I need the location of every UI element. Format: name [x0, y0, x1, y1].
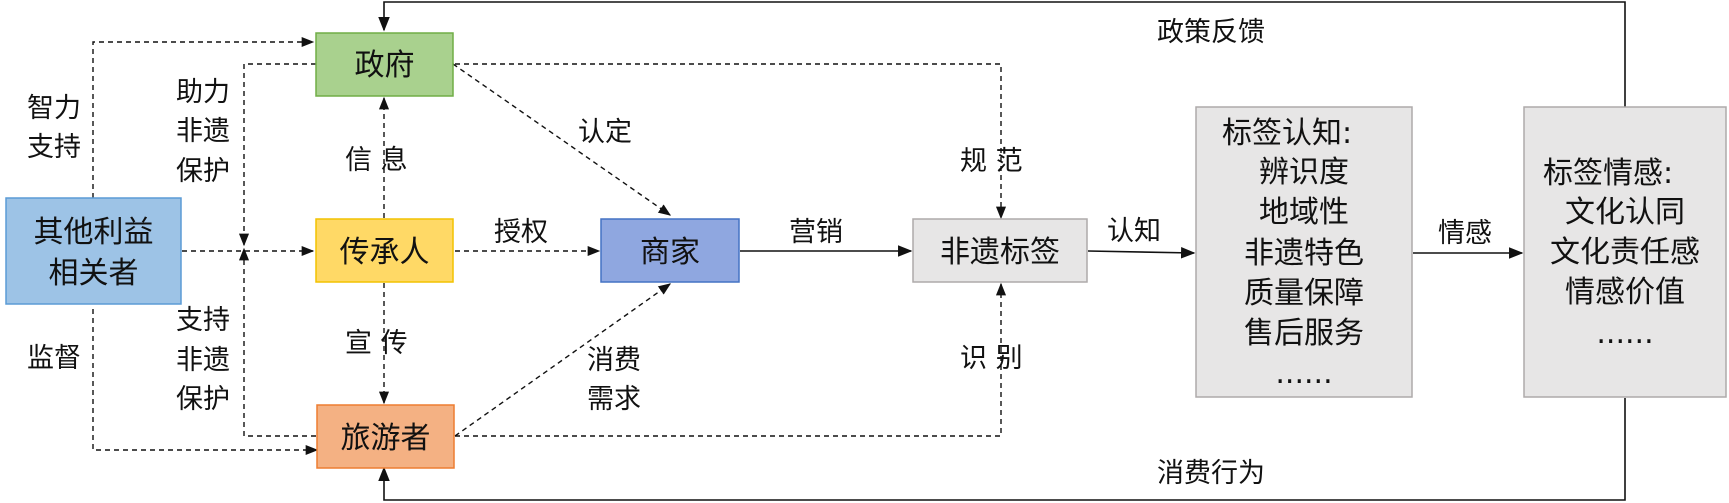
svg-text:质量保障: 质量保障: [1244, 276, 1364, 311]
edge-tourist-label: [455, 282, 1007, 437]
label-help-1: 助力: [176, 77, 230, 108]
node-heritage-label: 非遗标签: [912, 218, 1088, 283]
svg-text:情感价值: 情感价值: [1565, 275, 1685, 310]
consumer-behavior-line: [378, 398, 1626, 501]
edge-label-cognition: [1087, 246, 1196, 259]
edge-tourist-support: [238, 247, 316, 437]
label-consumer-behavior: 消费行为: [1157, 458, 1265, 489]
svg-text:文化认同: 文化认同: [1565, 195, 1685, 230]
svg-text:旅游者: 旅游者: [341, 421, 431, 456]
svg-text:相关者: 相关者: [49, 256, 139, 291]
node-merchant: 商家: [600, 218, 740, 283]
label-supervise: 监督: [27, 343, 81, 374]
edge-stakeholders-government: [92, 36, 315, 198]
svg-text:商家: 商家: [640, 235, 700, 270]
svg-text:文化责任感: 文化责任感: [1550, 235, 1700, 270]
svg-text:标签情感:: 标签情感:: [1543, 156, 1673, 191]
node-label-emotion: 标签情感: 文化认同 文化责任感 情感价值 ......: [1523, 106, 1727, 398]
label-consumer-demand-2: 需求: [587, 384, 641, 415]
svg-text:传承人: 传承人: [340, 235, 430, 270]
label-authorize: 授权: [494, 217, 548, 248]
label-regulate: 规 范: [960, 146, 1023, 177]
label-recognize: 认定: [578, 117, 632, 148]
edge-stakeholders-tourist: [92, 309, 319, 456]
node-tourist: 旅游者: [316, 404, 455, 469]
svg-text:其他利益: 其他利益: [34, 215, 154, 250]
label-information: 信 息: [345, 145, 408, 176]
label-consumer-demand-1: 消费: [587, 345, 641, 376]
label-help-3: 保护: [176, 156, 230, 187]
label-support-1: 支持: [176, 305, 230, 336]
label-policy-feedback: 政策反馈: [1157, 17, 1265, 48]
label-support-3: 保护: [176, 384, 230, 415]
node-stakeholders: 其他利益 相关者: [5, 197, 182, 305]
label-support-2: 非遗: [176, 345, 230, 376]
label-intellectual-support-1: 智力: [27, 93, 81, 124]
label-help-2: 非遗: [176, 116, 230, 147]
edge-government-help: [238, 63, 316, 247]
label-marketing: 营销: [789, 217, 843, 248]
edge-government-label: [455, 63, 1007, 220]
label-cognition-edge: 认知: [1107, 216, 1161, 247]
svg-text:非遗特色: 非遗特色: [1244, 236, 1364, 271]
svg-text:售后服务: 售后服务: [1244, 316, 1364, 351]
svg-text:......: ......: [1596, 316, 1653, 351]
svg-text:辨识度: 辨识度: [1259, 155, 1349, 190]
svg-text:政府: 政府: [355, 48, 415, 83]
svg-text:地域性: 地域性: [1259, 195, 1349, 230]
label-publicity: 宣 传: [345, 328, 408, 359]
svg-text:标签认知:: 标签认知:: [1222, 116, 1352, 151]
label-emotion-edge: 情感: [1438, 218, 1492, 249]
node-inheritor: 传承人: [315, 218, 454, 283]
node-government: 政府: [315, 32, 454, 97]
svg-text:非遗标签: 非遗标签: [940, 235, 1060, 270]
node-label-cognition: 标签认知: 辨识度 地域性 非遗特色 质量保障 售后服务 ......: [1195, 106, 1413, 398]
edge-government-merchant: [452, 63, 672, 216]
svg-text:......: ......: [1275, 356, 1332, 391]
policy-feedback-line: [378, 1, 1626, 110]
edge-tourist-merchant: [454, 283, 672, 437]
label-identify: 识 别: [960, 343, 1023, 374]
label-intellectual-support-2: 支持: [27, 132, 81, 163]
